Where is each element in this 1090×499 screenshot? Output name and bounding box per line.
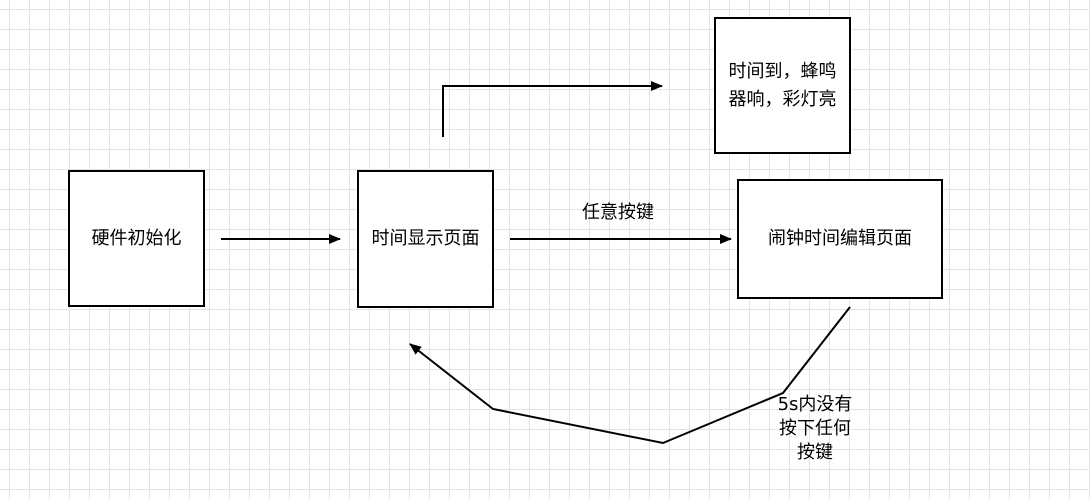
node-alarm-edit-label: 闹钟时间编辑页面 — [768, 228, 912, 249]
edge-edit-to-display — [409, 306, 851, 445]
node-alarm-ring-label: 时间到，蜂鸣器响，彩灯亮 — [728, 60, 837, 110]
node-time-display: 时间显示页面 — [357, 170, 494, 308]
node-hardware-init: 硬件初始化 — [68, 170, 205, 307]
node-alarm-ring: 时间到，蜂鸣器响，彩灯亮 — [714, 17, 851, 154]
edge-label-timeout: 5s内没有 按下任何 按键 — [777, 394, 853, 463]
edge-label-any-key: 任意按键 — [582, 202, 654, 223]
edge-display-to-ring — [442, 81, 663, 137]
node-time-display-label: 时间显示页面 — [371, 228, 480, 249]
node-hardware-init-label: 硬件初始化 — [91, 227, 182, 249]
node-alarm-edit: 闹钟时间编辑页面 — [737, 179, 943, 299]
